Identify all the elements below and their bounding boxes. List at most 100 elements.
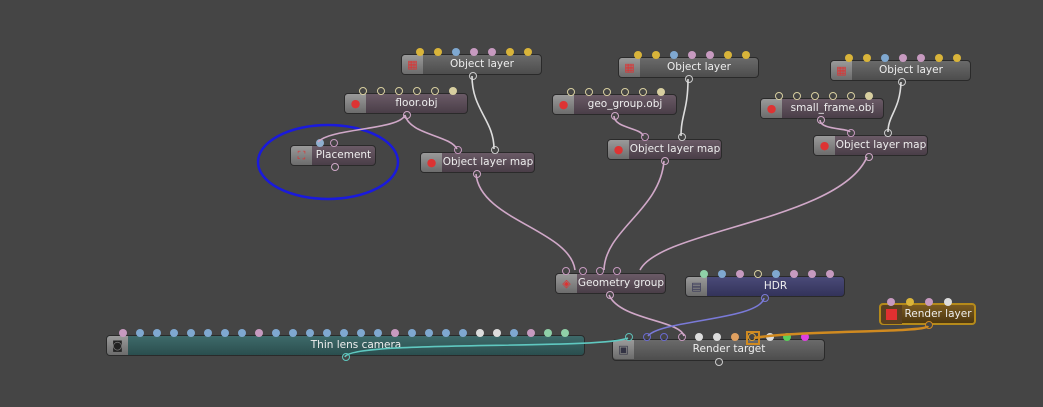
input-pin[interactable]	[425, 329, 433, 337]
input-pin[interactable]	[153, 329, 161, 337]
input-pin[interactable]	[865, 92, 873, 100]
input-pin[interactable]	[634, 51, 642, 59]
output-pin[interactable]	[715, 358, 723, 366]
input-pin[interactable]	[657, 88, 665, 96]
input-pin[interactable]	[706, 51, 714, 59]
input-pin[interactable]	[845, 54, 853, 62]
input-pin[interactable]	[255, 329, 263, 337]
input-pin[interactable]	[452, 48, 460, 56]
input-pin[interactable]	[826, 270, 834, 278]
input-pin[interactable]	[562, 267, 570, 275]
input-pin[interactable]	[700, 270, 708, 278]
input-pin[interactable]	[800, 333, 809, 341]
input-pin[interactable]	[306, 329, 314, 337]
input-pin[interactable]	[374, 329, 382, 337]
input-pin[interactable]	[136, 329, 144, 337]
input-pin[interactable]	[660, 333, 669, 341]
input-pin[interactable]	[829, 92, 837, 100]
input-pin[interactable]	[221, 329, 229, 337]
node-object-layer-2[interactable]: ▦Object layer	[618, 51, 759, 83]
input-pin[interactable]	[524, 48, 532, 56]
input-pin[interactable]	[953, 54, 961, 62]
input-pin[interactable]	[408, 329, 416, 337]
output-pin[interactable]	[473, 170, 481, 178]
input-pin[interactable]	[621, 88, 629, 96]
node-small-frame-obj[interactable]: ●small_frame.obj	[760, 92, 884, 124]
output-pin[interactable]	[925, 321, 933, 329]
node-object-layer-map-1[interactable]: ●Object layer map	[420, 146, 535, 178]
input-pin[interactable]	[454, 146, 462, 154]
input-pin[interactable]	[579, 267, 587, 275]
node-hdr[interactable]: ▤HDR	[685, 270, 845, 302]
input-pin[interactable]	[506, 48, 514, 56]
input-pin[interactable]	[881, 54, 889, 62]
output-pin[interactable]	[865, 153, 873, 161]
input-pin[interactable]	[357, 329, 365, 337]
input-pin[interactable]	[187, 329, 195, 337]
input-pin[interactable]	[119, 329, 127, 337]
input-pin[interactable]	[316, 139, 324, 147]
input-pin[interactable]	[625, 333, 633, 341]
input-pin[interactable]	[748, 333, 757, 341]
input-pin[interactable]	[642, 333, 651, 341]
input-pin[interactable]	[561, 329, 569, 337]
input-pin[interactable]	[470, 48, 478, 56]
input-pin[interactable]	[289, 329, 297, 337]
node-object-layer-map-2[interactable]: ●Object layer map	[607, 133, 722, 165]
input-pin[interactable]	[170, 329, 178, 337]
input-pin[interactable]	[677, 333, 686, 341]
node-geo-group-obj[interactable]: ●geo_group.obj	[552, 88, 677, 120]
output-pin[interactable]	[611, 112, 619, 120]
input-pin[interactable]	[449, 87, 457, 95]
input-pin[interactable]	[678, 133, 686, 141]
input-pin[interactable]	[641, 133, 649, 141]
input-pin[interactable]	[491, 146, 499, 154]
input-pin[interactable]	[775, 92, 783, 100]
input-pin[interactable]	[596, 267, 604, 275]
input-pin[interactable]	[603, 88, 611, 96]
node-object-layer-1[interactable]: ▦Object layer	[401, 48, 542, 80]
output-pin[interactable]	[331, 163, 339, 171]
node-thin-lens-camera[interactable]: ◙Thin lens camera	[106, 329, 585, 361]
input-pin[interactable]	[887, 298, 895, 306]
input-pin[interactable]	[391, 329, 399, 337]
input-pin[interactable]	[754, 270, 762, 278]
input-pin[interactable]	[783, 333, 792, 341]
input-pin[interactable]	[652, 51, 660, 59]
input-pin[interactable]	[736, 270, 744, 278]
output-pin[interactable]	[761, 294, 769, 302]
input-pin[interactable]	[863, 54, 871, 62]
input-pin[interactable]	[204, 329, 212, 337]
input-pin[interactable]	[272, 329, 280, 337]
input-pin[interactable]	[431, 87, 439, 95]
input-pin[interactable]	[416, 48, 424, 56]
output-pin[interactable]	[342, 353, 350, 361]
input-pin[interactable]	[718, 270, 726, 278]
input-pin[interactable]	[790, 270, 798, 278]
input-pin[interactable]	[413, 87, 421, 95]
input-pin[interactable]	[847, 129, 855, 137]
input-pin[interactable]	[935, 54, 943, 62]
input-pin[interactable]	[906, 298, 914, 306]
input-pin[interactable]	[238, 329, 246, 337]
input-pin[interactable]	[688, 51, 696, 59]
input-pin[interactable]	[772, 270, 780, 278]
input-pin[interactable]	[395, 87, 403, 95]
input-pin[interactable]	[510, 329, 518, 337]
output-pin[interactable]	[685, 75, 693, 83]
input-pin[interactable]	[442, 329, 450, 337]
input-pin[interactable]	[493, 329, 501, 337]
input-pin[interactable]	[330, 139, 338, 147]
input-pin[interactable]	[323, 329, 331, 337]
node-object-layer-3[interactable]: ▦Object layer	[830, 54, 971, 86]
output-pin[interactable]	[606, 291, 614, 299]
output-pin[interactable]	[817, 116, 825, 124]
input-pin[interactable]	[639, 88, 647, 96]
input-pin[interactable]	[527, 329, 535, 337]
input-pin[interactable]	[944, 298, 952, 306]
input-pin[interactable]	[459, 329, 467, 337]
input-pin[interactable]	[884, 129, 892, 137]
output-pin[interactable]	[898, 78, 906, 86]
output-pin[interactable]	[403, 111, 411, 119]
node-render-layer[interactable]: Render layer	[879, 298, 976, 329]
